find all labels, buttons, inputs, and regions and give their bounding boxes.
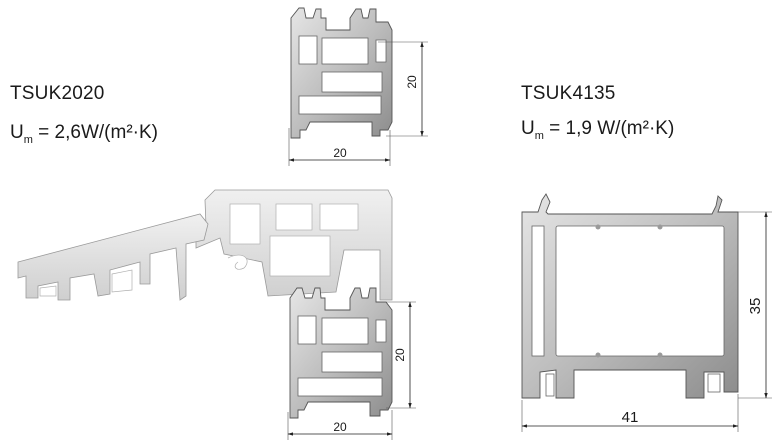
- profile-groove: [375, 319, 387, 343]
- profile-groove: [375, 39, 387, 63]
- profile-notch: [595, 224, 601, 230]
- dimension-bottom-width: 20: [287, 410, 393, 440]
- dimension-large-width: 41: [521, 394, 739, 432]
- u-subscript: m: [23, 134, 33, 146]
- profile-chamber: [555, 225, 725, 357]
- profile-notch: [657, 224, 663, 230]
- dimension-label: 20: [333, 420, 347, 434]
- light-hook: [227, 254, 248, 270]
- profile-name-tsuk4135: TSUK4135: [521, 83, 616, 104]
- dimension-top-height: 20: [378, 41, 428, 137]
- light-groove: [39, 285, 57, 297]
- light-sill-profile: [17, 213, 209, 301]
- profile-groove: [545, 373, 555, 397]
- u-value-tsuk2020: Um = 2,6W/(m²·K): [10, 122, 158, 146]
- profile-tsuk2020-top: [290, 7, 393, 139]
- profile-assembly-light: [17, 189, 393, 301]
- profile-chamber: [297, 315, 317, 345]
- profile-tsuk2020-bottom: [289, 287, 393, 419]
- dimension-bottom-height: 20: [380, 301, 416, 409]
- dimension-label: 20: [393, 348, 407, 362]
- dimension-label: 35: [747, 298, 764, 315]
- profile-notch: [595, 352, 601, 358]
- profile-chamber: [298, 35, 318, 65]
- dimension-label: 20: [333, 146, 347, 160]
- profile-chamber: [297, 377, 383, 397]
- profile-name-tsuk2020: TSUK2020: [10, 83, 105, 104]
- profile-chamber: [298, 95, 382, 115]
- u-symbol: U: [10, 122, 24, 143]
- light-groove: [111, 269, 133, 293]
- profile-chamber: [321, 37, 369, 65]
- light-chamber: [229, 203, 261, 245]
- profile-chamber: [321, 71, 383, 93]
- profile-chamber: [531, 225, 545, 357]
- u-value-text: = 1,9 W/(m²·K): [543, 118, 675, 139]
- u-value-text: = 2,6W/(m²·K): [32, 122, 158, 143]
- profile-chamber: [321, 317, 369, 345]
- light-chamber: [269, 235, 331, 277]
- u-value-tsuk4135: Um = 1,9 W/(m²·K): [521, 118, 674, 142]
- profile-tsuk4135: [521, 193, 739, 399]
- light-chamber: [319, 203, 359, 231]
- light-chamber: [275, 203, 313, 231]
- profile-groove: [707, 373, 721, 393]
- profile-chamber: [321, 351, 383, 373]
- dimension-top-width: 20: [288, 128, 391, 166]
- u-symbol: U: [521, 118, 535, 139]
- dimension-label: 41: [622, 409, 639, 426]
- u-subscript: m: [534, 130, 544, 142]
- dimension-large-height: 35: [720, 211, 772, 399]
- profile-notch: [657, 352, 663, 358]
- dimension-label: 20: [405, 75, 419, 89]
